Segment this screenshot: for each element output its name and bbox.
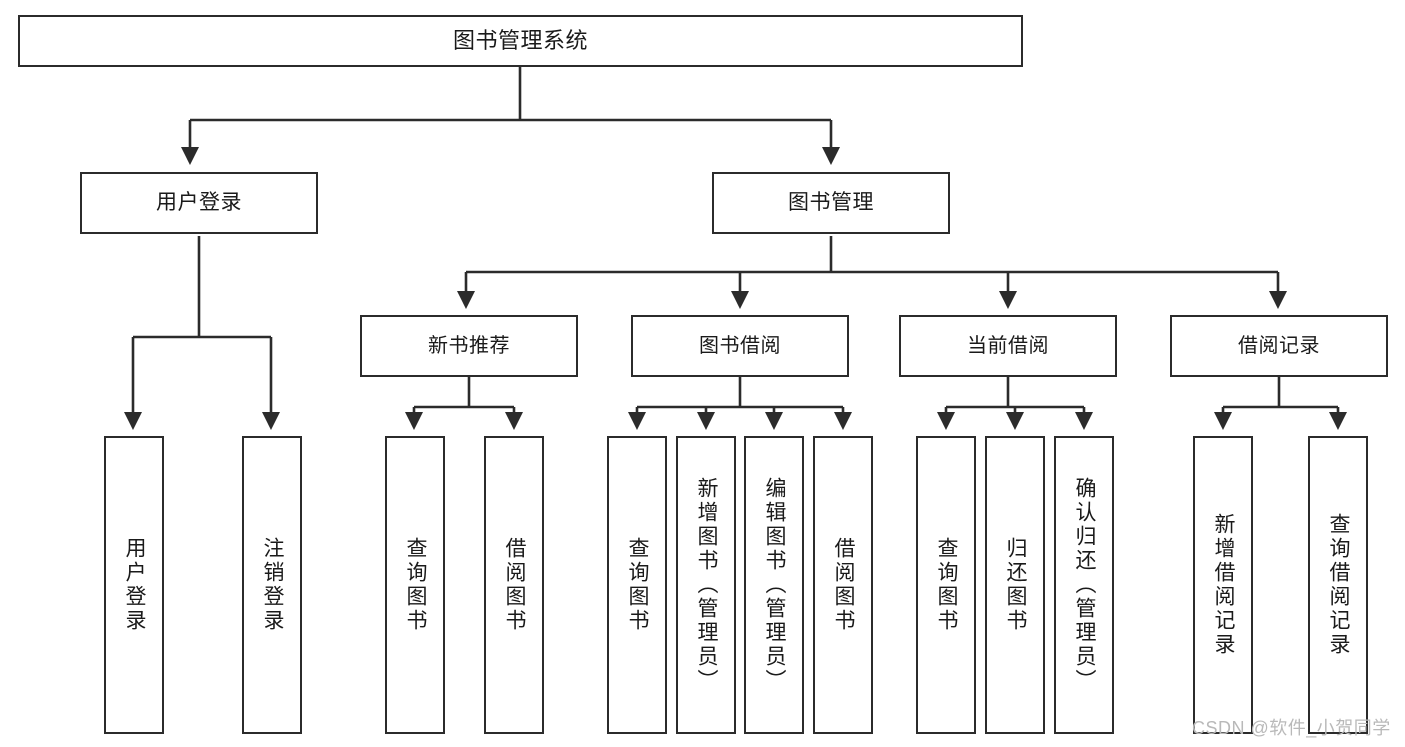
leaf-label: 查询借阅记录 xyxy=(1327,513,1351,657)
leaf-label: 注销登录 xyxy=(261,537,285,633)
leaf-user-login-logout[interactable]: 注销登录 xyxy=(242,436,302,734)
leaf-borrow-record-query-record[interactable]: 查询借阅记录 xyxy=(1308,436,1368,734)
leaf-label: 编辑图书（管理员） xyxy=(763,477,787,693)
leaf-label: 查询图书 xyxy=(626,537,650,633)
leaf-label: 借阅图书 xyxy=(503,537,527,633)
leaf-label: 新增借阅记录 xyxy=(1212,513,1236,657)
leaf-new-book-query-book[interactable]: 查询图书 xyxy=(385,436,445,734)
node-root-book-management-system[interactable]: 图书管理系统 xyxy=(18,15,1023,67)
node-book-borrow[interactable]: 图书借阅 xyxy=(631,315,849,377)
node-user-login[interactable]: 用户登录 xyxy=(80,172,318,234)
leaf-new-book-borrow-book[interactable]: 借阅图书 xyxy=(484,436,544,734)
leaf-label: 查询图书 xyxy=(935,537,959,633)
leaf-current-borrow-return-book[interactable]: 归还图书 xyxy=(985,436,1045,734)
node-label: 图书管理 xyxy=(788,191,874,215)
leaf-current-borrow-confirm-return-admin[interactable]: 确认归还（管理员） xyxy=(1054,436,1114,734)
leaf-user-login-login[interactable]: 用户登录 xyxy=(104,436,164,734)
node-label: 图书借阅 xyxy=(699,334,781,357)
leaf-label: 新增图书（管理员） xyxy=(695,477,719,693)
leaf-label: 借阅图书 xyxy=(832,537,856,633)
node-label: 用户登录 xyxy=(156,191,242,215)
node-borrow-record[interactable]: 借阅记录 xyxy=(1170,315,1388,377)
node-label: 当前借阅 xyxy=(967,334,1049,357)
node-label: 借阅记录 xyxy=(1238,334,1320,357)
leaf-label: 用户登录 xyxy=(123,537,147,633)
leaf-label: 确认归还（管理员） xyxy=(1073,477,1097,693)
node-current-borrow[interactable]: 当前借阅 xyxy=(899,315,1117,377)
node-label: 新书推荐 xyxy=(428,334,510,357)
node-book-management[interactable]: 图书管理 xyxy=(712,172,950,234)
leaf-borrow-record-add-record[interactable]: 新增借阅记录 xyxy=(1193,436,1253,734)
leaf-label: 查询图书 xyxy=(404,537,428,633)
node-label: 图书管理系统 xyxy=(452,27,588,53)
node-new-book-recommend[interactable]: 新书推荐 xyxy=(360,315,578,377)
leaf-book-borrow-borrow-book[interactable]: 借阅图书 xyxy=(813,436,873,734)
leaf-label: 归还图书 xyxy=(1004,537,1028,633)
leaf-book-borrow-add-book-admin[interactable]: 新增图书（管理员） xyxy=(676,436,736,734)
leaf-book-borrow-query-book[interactable]: 查询图书 xyxy=(607,436,667,734)
leaf-current-borrow-query-book[interactable]: 查询图书 xyxy=(916,436,976,734)
csdn-watermark: CSDN @软件_小贺同学 xyxy=(1192,718,1391,738)
leaf-book-borrow-edit-book-admin[interactable]: 编辑图书（管理员） xyxy=(744,436,804,734)
